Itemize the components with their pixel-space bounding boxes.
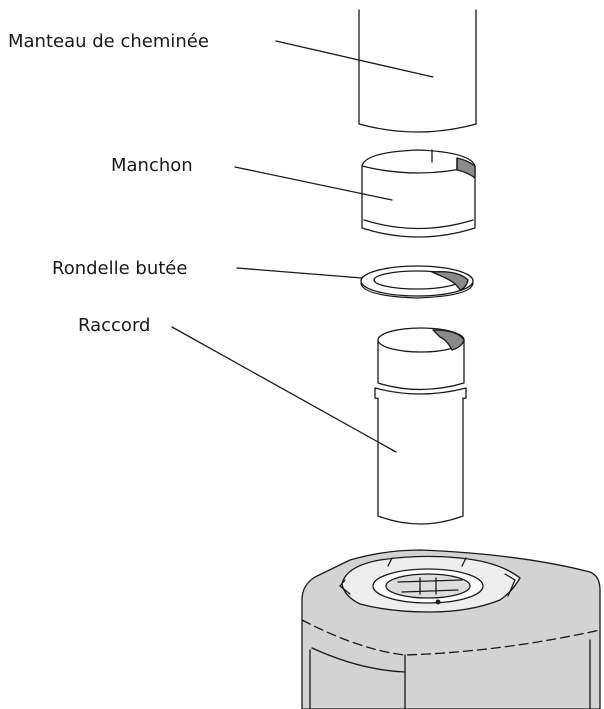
label-manchon: Manchon [111, 155, 193, 176]
leader-line-manchon [234, 166, 393, 201]
manchon-part [361, 149, 476, 238]
leader-line-manteau [275, 40, 434, 78]
label-manteau-de-cheminee: Manteau de cheminée [8, 31, 209, 52]
leader-line-rondelle [236, 267, 363, 279]
leader-line-raccord [171, 326, 397, 453]
stove-body-part [301, 549, 601, 709]
raccord-part [374, 327, 467, 525]
manteau-de-cheminee-part [358, 9, 477, 133]
leader-lines [171, 40, 434, 453]
label-rondelle-butee: Rondelle butée [52, 258, 188, 279]
rondelle-butee-part [360, 265, 474, 299]
label-raccord: Raccord [78, 315, 151, 336]
